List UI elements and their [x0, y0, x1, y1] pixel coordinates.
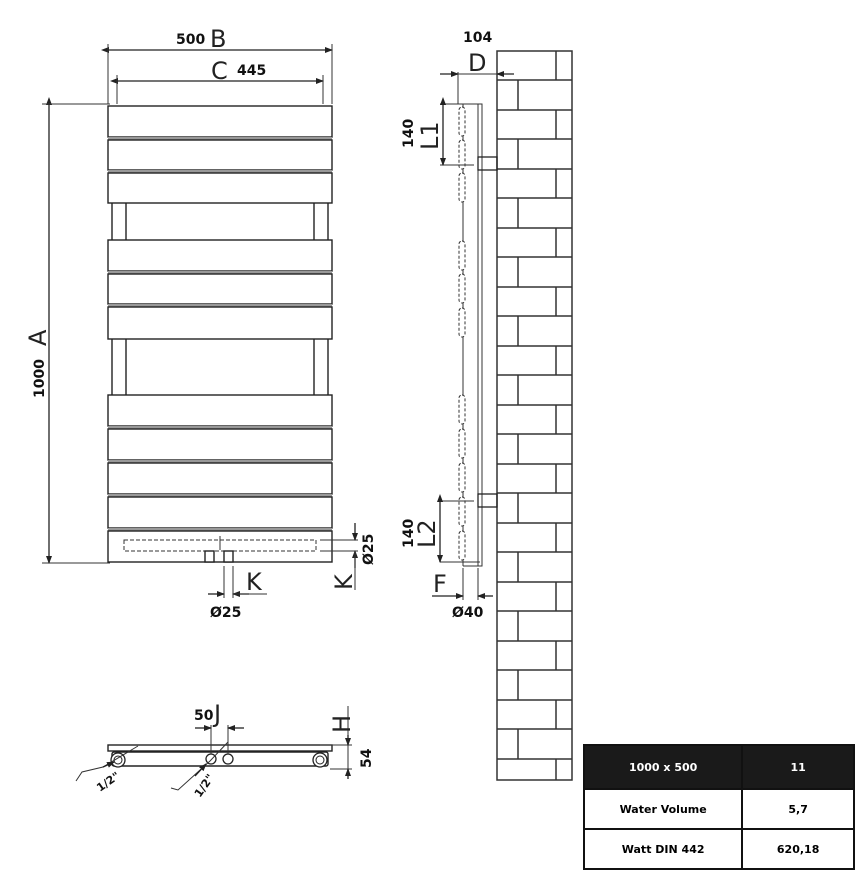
spacing-value: 50 [194, 708, 214, 724]
side-letter: K [330, 573, 358, 590]
bracket-bottom-value: 140 [401, 519, 417, 548]
spec-row-value: 620,18 [741, 828, 855, 870]
tube-diameter: Ø40 [452, 605, 484, 621]
thread-left: 1/2" [94, 769, 122, 794]
centers-value: 445 [237, 63, 266, 79]
spec-row-label: Watt DIN 442 [582, 828, 744, 870]
depth-letter-h: H [328, 715, 356, 733]
spec-header-row: 1000 x 500 11 [582, 744, 855, 790]
spec-row: Watt DIN 442 620,18 [582, 828, 855, 870]
inlet-letter: K [246, 568, 263, 596]
spec-header-value: 11 [741, 744, 855, 790]
spacing-letter: J [212, 700, 221, 728]
spec-table: 1000 x 500 11 Water Volume 5,7 Watt DIN … [582, 744, 855, 870]
depth-value-h: 54 [359, 748, 375, 768]
spec-row: Water Volume 5,7 [582, 788, 855, 830]
width-value: 500 [176, 32, 205, 48]
height-letter: A [24, 329, 52, 346]
bottom-pipe-diameter: Ø25 [361, 534, 377, 565]
centers-letter: C [211, 57, 228, 85]
depth-value: 104 [463, 30, 492, 46]
side-view: 104 D 140 L1 140 L2 F Ø40 [401, 30, 573, 781]
height-value: 1000 [32, 359, 48, 398]
spec-row-value: 5,7 [741, 788, 855, 830]
bracket-top-letter: L1 [416, 121, 444, 150]
bracket-bottom-letter: L2 [413, 519, 441, 548]
bracket-top-value: 140 [401, 119, 417, 148]
spec-size: 1000 x 500 [582, 744, 744, 790]
width-letter: B [210, 25, 226, 53]
bottom-view: 50 J H 54 1/2" 1/2" [75, 700, 375, 800]
inlet-diameter: Ø25 [210, 605, 241, 621]
tube-letter: F [433, 570, 447, 598]
wall [496, 50, 573, 781]
front-view: 500 B C 445 1000 A [24, 25, 377, 621]
depth-letter: D [468, 49, 486, 77]
spec-row-label: Water Volume [582, 788, 744, 830]
